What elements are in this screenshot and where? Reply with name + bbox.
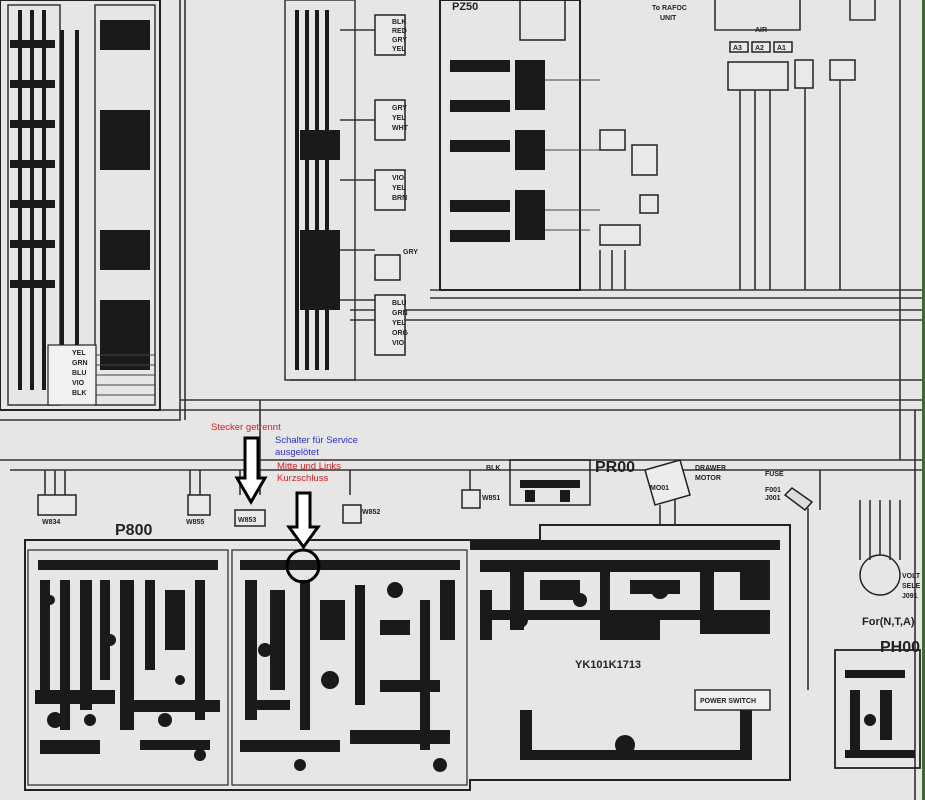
svg-text:BLK: BLK (72, 390, 86, 397)
voltage-label-1: VOLT (902, 573, 921, 580)
connector-row: W834 W855 W853 W852 W851 BLK (37, 400, 500, 527)
fuse-area: FUSE F001 J001 (765, 470, 821, 690)
drawer-label: DRAWER (695, 465, 726, 472)
svg-text:GRY: GRY (392, 37, 407, 44)
voltage-label-2: SELE (902, 583, 921, 590)
svg-text:VIO: VIO (392, 340, 405, 347)
highlight-circle (285, 548, 321, 584)
svg-text:YEL: YEL (392, 320, 406, 327)
rafoc-label-1: To RAFOC (652, 5, 687, 12)
voltage-selector: VOLT SELE J091 For(N,T,A) (859, 500, 921, 628)
power-switch-label: POWER SWITCH (700, 698, 756, 705)
note-schalter-2: ausgelötet (275, 447, 319, 458)
ic-a3-label: A3 (733, 45, 742, 52)
ph00-label: PH00 (880, 639, 920, 656)
svg-text:BLU: BLU (392, 300, 406, 307)
motor-label: MOTOR (695, 475, 721, 482)
ic-a1-label: A1 (777, 45, 786, 52)
ic-a2-label: A2 (755, 45, 764, 52)
svg-text:BLU: BLU (72, 370, 86, 377)
svg-text:WHT: WHT (392, 125, 409, 132)
p800-label: P800 (115, 522, 152, 539)
blk-label: BLK (486, 465, 500, 472)
main-wire-bundle (0, 0, 922, 471)
fuse-label: FUSE (765, 471, 784, 478)
svg-text:GRY: GRY (392, 105, 407, 112)
ph00-board: PH00 (834, 639, 921, 769)
pr00-label: PR00 (595, 459, 635, 476)
note-stecker: Stecker getrennt (211, 422, 281, 433)
left-board-region: YEL GRN BLU VIO BLK (0, 0, 161, 411)
table-edge-right (922, 0, 925, 800)
pz50-board: PZ50 (439, 0, 659, 291)
right-edge-wire (899, 0, 916, 800)
for-nta-label: For(N,T,A) (862, 616, 915, 628)
pr00-board: PR00 (509, 459, 635, 506)
svg-text:GRN: GRN (72, 360, 88, 367)
note-mitte-2: Kurzschluss (277, 473, 328, 484)
p800-board: P800 YK101K1713 POWER SWITCH (24, 522, 791, 791)
svg-text:YEL: YEL (392, 46, 406, 53)
voltage-label-3: J091 (902, 593, 918, 600)
note-schalter-1: Schalter für Service (275, 435, 358, 446)
w834-label: W834 (42, 519, 60, 526)
svg-text:BRN: BRN (392, 195, 407, 202)
w852-label: W852 (362, 509, 380, 516)
air-label: AIR (755, 27, 767, 34)
svg-text:YEL: YEL (72, 350, 86, 357)
arrow-switch (286, 491, 321, 550)
j001-label: J001 (765, 495, 781, 502)
board-code: YK101K1713 (575, 659, 641, 671)
arrow-connector (234, 436, 268, 505)
mo01-label: MO01 (650, 485, 669, 492)
w855-label: W855 (186, 519, 204, 526)
harness-area: BLK RED GRY YEL GRY YEL WHT VIO YEL BRN GRY BLU… (284, 0, 418, 381)
svg-text:ORG: ORG (392, 330, 409, 337)
svg-text:RED: RED (392, 28, 407, 35)
svg-text:VIO: VIO (392, 175, 405, 182)
svg-text:GRN: GRN (392, 310, 408, 317)
w853-label: W853 (238, 517, 256, 524)
f001-label: F001 (765, 487, 781, 494)
svg-text:GRY: GRY (403, 249, 418, 256)
svg-text:YEL: YEL (392, 115, 406, 122)
svg-text:YEL: YEL (392, 185, 406, 192)
pz50-label: PZ50 (452, 1, 478, 13)
w851-label: W851 (482, 495, 500, 502)
svg-text:BLK: BLK (392, 19, 406, 26)
note-mitte-1: Mitte und Links (277, 461, 341, 472)
annotation-layer: Stecker getrennt Schalter für Service au… (211, 422, 358, 584)
drawer-motor: MO01 DRAWER MOTOR (644, 459, 726, 525)
svg-text:VIO: VIO (72, 380, 85, 387)
rafoc-area: To RAFOC UNIT A3 A2 A1 AIR (652, 0, 876, 290)
rafoc-label-2: UNIT (660, 15, 677, 22)
